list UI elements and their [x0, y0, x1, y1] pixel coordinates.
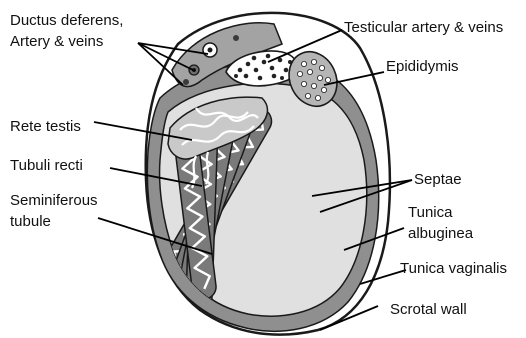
label-ductus-line1: Ductus deferens, [10, 12, 123, 29]
label-testicular: Testicular artery & veins [344, 19, 503, 36]
label-seminiferous-line1: Seminiferous [10, 192, 98, 209]
label-tunica-albuginea-line1: Tunica [408, 204, 453, 221]
label-tubuli-recti: Tubuli recti [10, 157, 83, 174]
label-tunica-vaginalis: Tunica vaginalis [400, 260, 507, 277]
label-rete-testis: Rete testis [10, 118, 81, 135]
label-scrotal-wall: Scrotal wall [390, 301, 467, 318]
label-tunica-albuginea-line2: albuginea [408, 225, 474, 242]
label-septae: Septae [414, 171, 462, 188]
label-seminiferous-line2: tubule [10, 213, 51, 230]
label-epididymis: Epididymis [386, 58, 459, 75]
label-ductus-line2: Artery & veins [10, 33, 103, 50]
